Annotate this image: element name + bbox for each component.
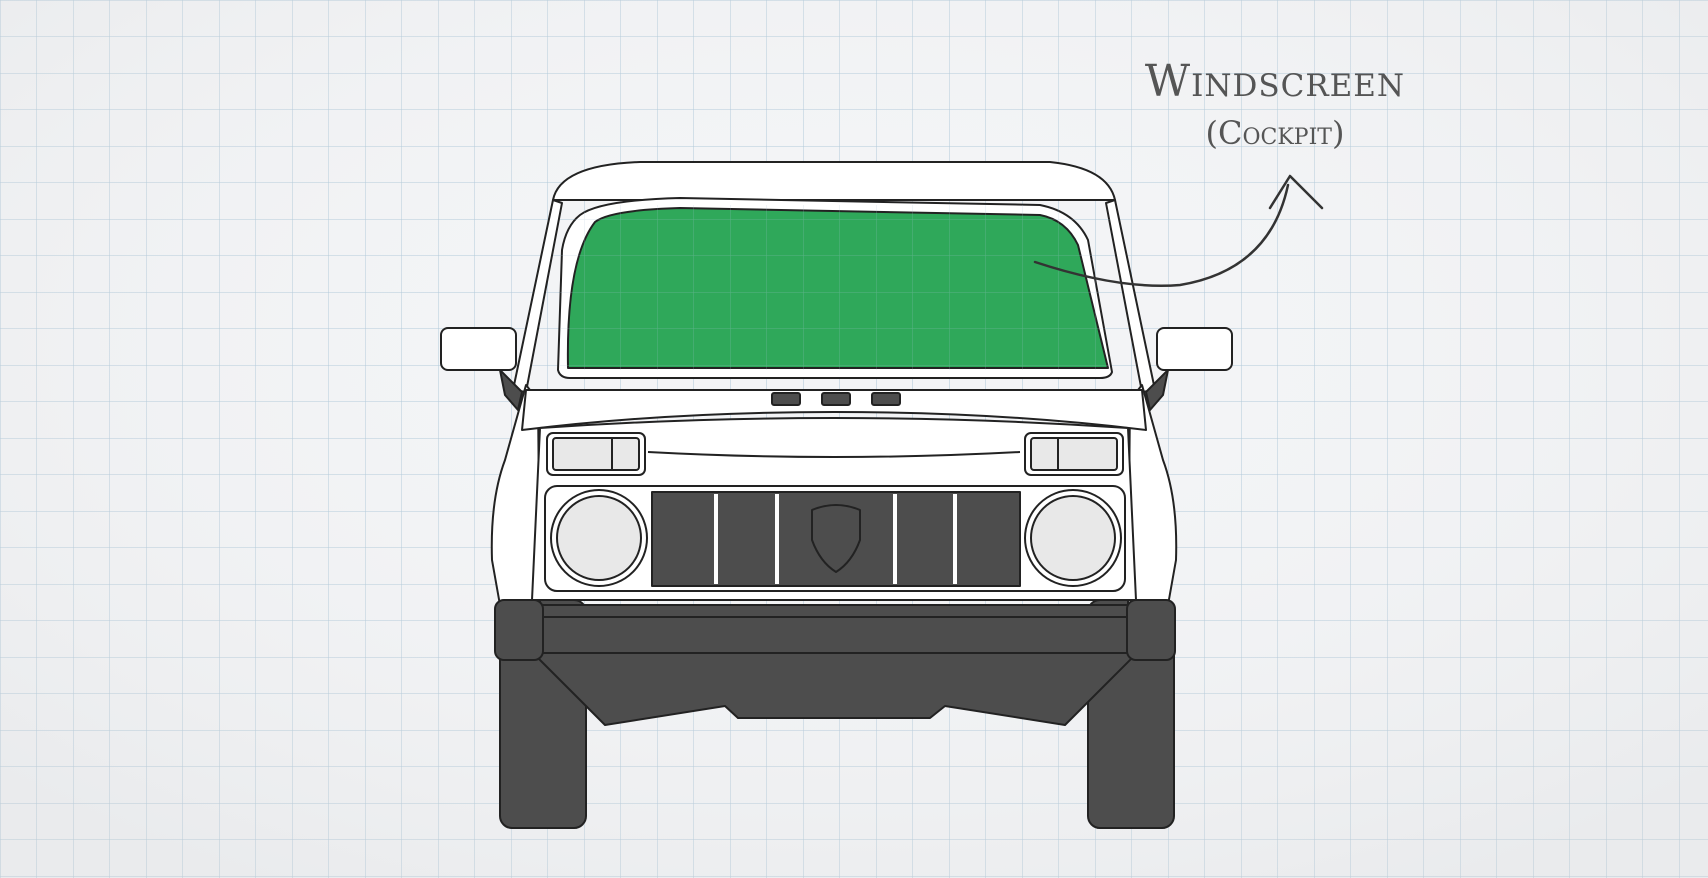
right-mirror-arm bbox=[1145, 369, 1169, 411]
right-indicator-lens bbox=[1030, 437, 1118, 471]
annotation-title: Windscreen bbox=[1144, 56, 1406, 107]
left-indicator-lens bbox=[552, 437, 640, 471]
right-bumper-end bbox=[1126, 599, 1176, 661]
left-headlight-lens bbox=[556, 495, 642, 581]
underbody bbox=[519, 639, 1151, 726]
hood-line bbox=[647, 451, 1021, 458]
left-mirror-arm bbox=[499, 369, 523, 411]
roof bbox=[552, 161, 1116, 201]
grille-emblem bbox=[811, 504, 861, 573]
right-headlight-lens bbox=[1030, 495, 1116, 581]
bumper bbox=[499, 604, 1171, 654]
annotation-arrow bbox=[1033, 183, 1290, 288]
hood bbox=[521, 389, 1147, 431]
left-bumper-end bbox=[494, 599, 544, 661]
left-mirror bbox=[440, 327, 517, 371]
windscreen-grid-overlay bbox=[560, 205, 1110, 370]
hood-vent-3 bbox=[871, 392, 901, 406]
car-front-view-icon bbox=[440, 161, 1233, 829]
right-mirror bbox=[1156, 327, 1233, 371]
annotation-subtitle: (Cockpit) bbox=[1205, 114, 1345, 152]
arrow-head-icon bbox=[1268, 174, 1324, 210]
grille-bars bbox=[714, 494, 957, 584]
hood-vent-2 bbox=[821, 392, 851, 406]
hood-vent-1 bbox=[771, 392, 801, 406]
